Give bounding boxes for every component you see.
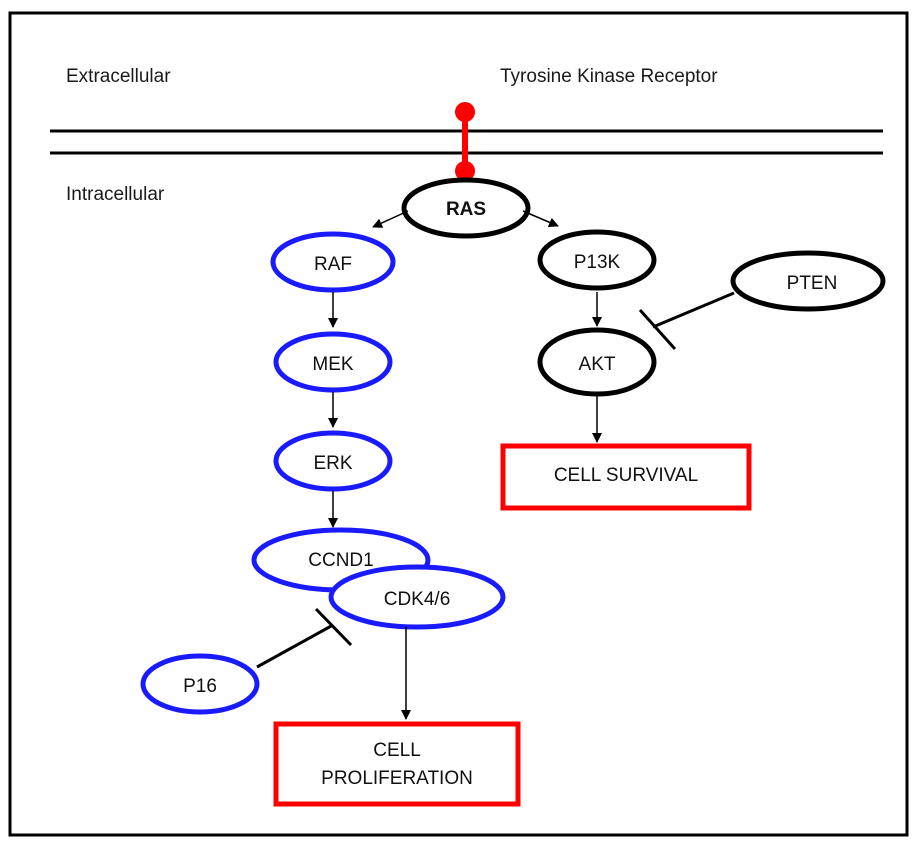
pten-node: PTEN <box>730 250 886 312</box>
survival-label: CELL SURVIVAL <box>554 465 698 486</box>
cdk46-label: CDK4/6 <box>384 589 451 610</box>
proliferation-label-line2: PROLIFERATION <box>321 768 473 789</box>
p16-node: P16 <box>140 653 260 715</box>
inhibition-p16-to-cdk46 <box>256 623 334 669</box>
tyrosine-kinase-receptor <box>455 102 475 181</box>
erk-label: ERK <box>313 453 352 474</box>
erk-node: ERK <box>273 430 393 492</box>
p16-label: P16 <box>183 676 217 697</box>
raf-label: RAF <box>314 254 352 275</box>
akt-node: AKT <box>537 327 657 397</box>
ras-label: RAS <box>446 199 486 220</box>
inhibition-bar-cdk46 <box>314 607 353 647</box>
raf-node: RAF <box>270 231 396 293</box>
mek-node: MEK <box>273 331 393 393</box>
akt-label: AKT <box>579 354 616 375</box>
pten-label: PTEN <box>787 273 838 294</box>
ccnd1-label: CCND1 <box>308 550 373 571</box>
arrow-ras-to-raf <box>372 210 409 228</box>
ras-node: RAS <box>401 177 531 239</box>
cell-proliferation-box: CELL PROLIFERATION <box>273 721 521 807</box>
receptor-label: Tyrosine Kinase Receptor <box>500 66 718 87</box>
intracellular-label: Intracellular <box>66 184 165 205</box>
mek-label: MEK <box>312 354 354 375</box>
cell-survival-box: CELL SURVIVAL <box>500 443 752 511</box>
diagram-frame <box>8 11 909 837</box>
arrow-ras-to-p13k <box>522 210 559 228</box>
cdk46-node: CDK4/6 <box>328 564 506 630</box>
inhibition-bar-akt <box>638 308 677 351</box>
proliferation-label-line1: CELL <box>373 740 421 761</box>
p13k-node: P13K <box>537 229 657 291</box>
inhibition-pten-to-akt <box>652 291 735 329</box>
p13k-label: P13K <box>574 252 621 273</box>
extracellular-label: Extracellular <box>66 66 171 87</box>
